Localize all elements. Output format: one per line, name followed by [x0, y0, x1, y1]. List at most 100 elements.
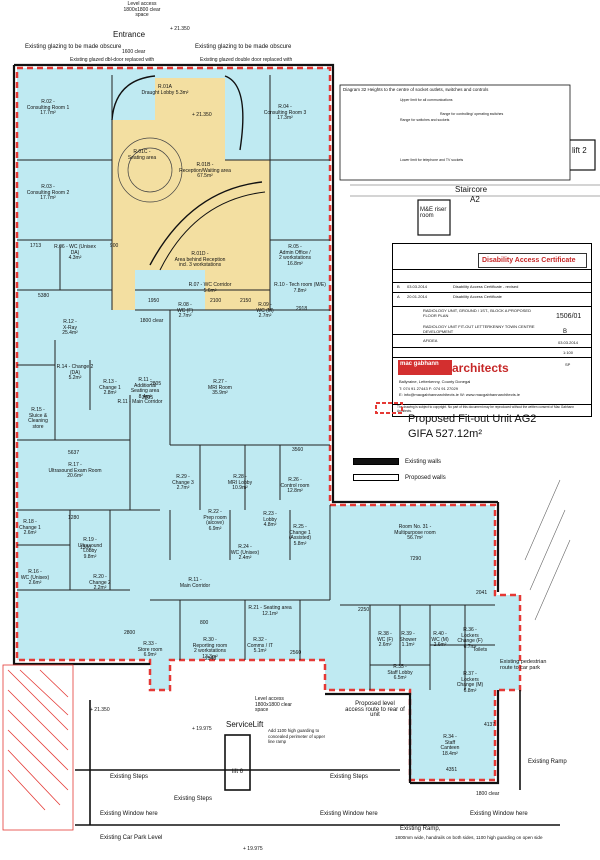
- dim-1800b: 1800 clear: [476, 791, 500, 797]
- room-label-toilet: Toilets: [450, 647, 510, 654]
- room-label-r24: R.24 -WC (Unisex)2.4m²: [215, 544, 275, 562]
- room-line: R.06 - WC (Unisex: [54, 244, 96, 250]
- dim-5380: 5380: [38, 293, 50, 299]
- tel: T: 074 91 27443 F: 074 91 27029: [399, 386, 458, 391]
- room-line: incl. 3 workstations: [178, 262, 222, 269]
- existing-ramp: Existing Ramp,: [400, 826, 441, 832]
- room-line: R.33 -: [143, 641, 157, 647]
- room-line: 2.6m²: [28, 580, 42, 587]
- draught-lobby: [111, 75, 244, 151]
- room-line: WC (F): [176, 307, 194, 314]
- room-line: Main Corridor: [179, 582, 211, 589]
- copyright: The drawing is subject to copyright. No …: [397, 405, 575, 413]
- room-line: R.34 -: [443, 734, 457, 740]
- staircore-a2: A2: [470, 195, 480, 204]
- room-line: R.39 -: [401, 631, 415, 637]
- room-line: Control room: [280, 482, 310, 489]
- dim-2250: 2250: [358, 607, 370, 613]
- room-line: R.40 -: [433, 631, 447, 637]
- room-line: 12.8m²: [287, 488, 303, 495]
- glazing-left: Existing glazing to be made obscure: [25, 44, 122, 50]
- room-line: Admin Office /: [279, 249, 311, 256]
- room-line: R.25 -: [293, 524, 307, 530]
- window-2: Existing Window here: [320, 811, 378, 817]
- drawing-no: 1506/01: [556, 313, 582, 320]
- room-line: R.01D -: [191, 251, 209, 257]
- room-line: Change (M): [456, 682, 484, 689]
- address: Ballyraine, Letterkenny, County Donegal: [399, 379, 471, 384]
- room-label-r09: R.09 -WC (M)2.7m²: [235, 302, 295, 320]
- legend-proposed: Proposed walls: [353, 474, 446, 481]
- ramp-note: 1800mm wide, handrails on both sides, 11…: [395, 835, 543, 840]
- room-line: Cleaning: [28, 418, 48, 425]
- ramp-label-right: Existing Ramp: [528, 759, 567, 765]
- diagram-title: Diagram 32 Heights to the centre of sock…: [343, 87, 489, 92]
- reception-desk: [149, 181, 263, 266]
- dim-7290: 7290: [410, 556, 422, 562]
- partitions: [17, 75, 495, 690]
- room-line: Multipurpose room: [394, 529, 436, 536]
- room-label-r22: R.22 -Prep room(alcove)6.9m²: [185, 509, 245, 532]
- room-line: R.01B -: [196, 162, 214, 168]
- room-line: R.01A: [158, 84, 172, 90]
- room-line: Comms / IT: [247, 642, 273, 649]
- room-line: R.22 -: [208, 509, 222, 515]
- room-label-r25: R.25 -Change 1(Assisted)5.8m²: [270, 524, 330, 547]
- dim-4351: 4351: [446, 767, 458, 773]
- room-line: R.35 -: [393, 664, 407, 670]
- level-19975b: + 19.975: [243, 846, 263, 852]
- room-line: Ultrasound Exam Room: [48, 467, 102, 474]
- room-line: 9.8m²: [83, 553, 97, 560]
- entrance-label: Entrance: [113, 30, 146, 39]
- drawn: SP: [565, 362, 571, 367]
- seating: [117, 137, 183, 203]
- room-line: 67.5m²: [197, 173, 213, 180]
- dim-5637: 5637: [68, 450, 80, 456]
- room-line: 13.3m²: [202, 653, 218, 660]
- room-line: 2.8m²: [103, 390, 117, 397]
- room-line: R.03 -: [41, 184, 55, 190]
- window-3: Existing Window here: [470, 811, 528, 817]
- room-line: 18.4m²: [442, 750, 458, 757]
- room-line: R.02 -: [41, 99, 55, 105]
- room-line: R.19 -: [83, 537, 97, 543]
- title-block: B 03.03.2014 Disability Access Certifica…: [392, 243, 592, 417]
- room-line: R.15 -: [31, 407, 45, 413]
- dim-1280: 1280: [68, 515, 80, 521]
- room-line: R.30 -: [203, 637, 217, 643]
- level-access-box: Level access 1800x1800 clear space: [255, 696, 292, 714]
- dim-3560: 3560: [292, 447, 304, 453]
- room-line: R.11 - Main Corridor: [117, 399, 163, 405]
- dim-800: 800: [200, 620, 209, 626]
- glazing-door-left: Existing glazed dbl-door replaced with: [70, 57, 155, 63]
- room-line: R.38 -: [378, 631, 392, 637]
- room-line: R.20 -: [93, 574, 107, 580]
- rev-a-desc: Disability Access Certificate: [453, 294, 502, 299]
- rev-b-desc: Disability Access Certificate - revised: [453, 284, 519, 289]
- walls: [12, 63, 500, 785]
- room-line: Room No. 31 -: [398, 524, 432, 530]
- room-line: 5.2m²: [68, 375, 82, 382]
- room-line: WC (Unisex): [20, 574, 50, 581]
- room-line: Canteen: [440, 745, 460, 752]
- room-line: Seating area: [130, 388, 160, 395]
- room-line: 56.7m²: [407, 535, 423, 542]
- room-line: Reception/Waiting area: [179, 167, 231, 174]
- dim-2150: 2150: [240, 298, 252, 304]
- proposed-level-access: Proposed level access route to rear of u…: [345, 701, 405, 719]
- room-line: R.07 - WC Corridor: [188, 282, 232, 288]
- diagram-label-4: Lower limit for telephone and TV sockets: [400, 158, 464, 162]
- staircore-label: Staircore: [455, 185, 488, 194]
